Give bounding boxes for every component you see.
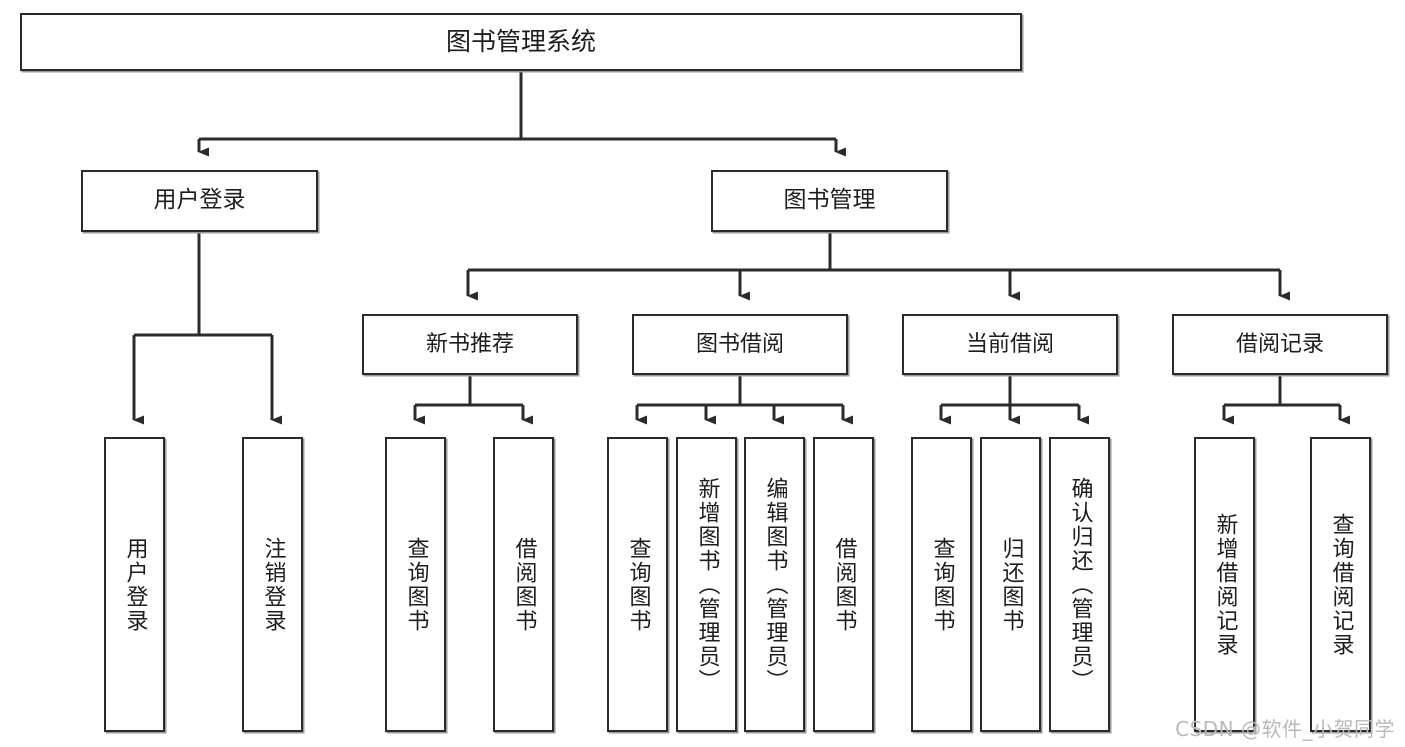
leaf-label: 新增图书（管理员） xyxy=(694,476,720,693)
leaf-label: 查询图书 xyxy=(625,536,651,633)
leaf-label: 用户登录 xyxy=(122,536,148,633)
node-current-borrow[interactable]: 当前借阅 xyxy=(902,314,1118,375)
edge-currentborrow-to-leaves xyxy=(939,375,1089,425)
leaf-label: 确认归还（管理员） xyxy=(1067,476,1093,693)
leaf-label: 编辑图书（管理员） xyxy=(762,476,788,693)
leaf-return-book[interactable]: 归还图书 xyxy=(980,437,1041,732)
leaf-label: 注销登录 xyxy=(260,536,286,633)
leaf-borrow-book-recommend[interactable]: 借阅图书 xyxy=(493,437,554,732)
leaf-logout-login[interactable]: 注销登录 xyxy=(242,437,303,732)
node-root-system[interactable]: 图书管理系统 xyxy=(20,13,1022,71)
node-user-login[interactable]: 用户登录 xyxy=(81,170,318,232)
node-book-management[interactable]: 图书管理 xyxy=(711,170,948,232)
leaf-query-book-borrow[interactable]: 查询图书 xyxy=(607,437,668,732)
leaf-label: 查询图书 xyxy=(403,536,429,633)
node-new-book-recommend[interactable]: 新书推荐 xyxy=(362,314,578,375)
edge-root-to-level2 xyxy=(197,71,846,157)
leaf-user-login[interactable]: 用户登录 xyxy=(104,437,165,732)
leaf-edit-book-admin[interactable]: 编辑图书（管理员） xyxy=(744,437,805,732)
leaf-label: 新增借阅记录 xyxy=(1212,512,1238,657)
leaf-query-book-recommend[interactable]: 查询图书 xyxy=(385,437,446,732)
leaf-add-borrow-record[interactable]: 新增借阅记录 xyxy=(1194,437,1255,732)
edge-bookborrow-to-leaves xyxy=(635,375,853,425)
leaf-borrow-book[interactable]: 借阅图书 xyxy=(813,437,874,732)
leaf-label: 借阅图书 xyxy=(511,536,537,633)
node-borrow-record[interactable]: 借阅记录 xyxy=(1172,314,1388,375)
leaf-add-book-admin[interactable]: 新增图书（管理员） xyxy=(676,437,737,732)
leaf-label: 归还图书 xyxy=(998,536,1024,633)
leaf-query-book-current[interactable]: 查询图书 xyxy=(911,437,972,732)
leaf-query-borrow-record[interactable]: 查询借阅记录 xyxy=(1310,437,1371,732)
edge-newbookrec-to-leaves xyxy=(413,375,533,425)
leaf-label: 查询借阅记录 xyxy=(1328,512,1354,657)
csdn-watermark: CSDN @软件_小贺同学 xyxy=(1175,717,1395,741)
node-book-borrow[interactable]: 图书借阅 xyxy=(632,314,848,375)
edge-borrowrecord-to-leaves xyxy=(1222,375,1350,425)
leaf-confirm-return-admin[interactable]: 确认归还（管理员） xyxy=(1049,437,1110,732)
edge-userlogin-to-leaves xyxy=(132,232,282,425)
leaf-label: 借阅图书 xyxy=(831,536,857,633)
leaf-label: 查询图书 xyxy=(929,536,955,633)
edge-bookmgmt-to-level3 xyxy=(466,232,1290,301)
